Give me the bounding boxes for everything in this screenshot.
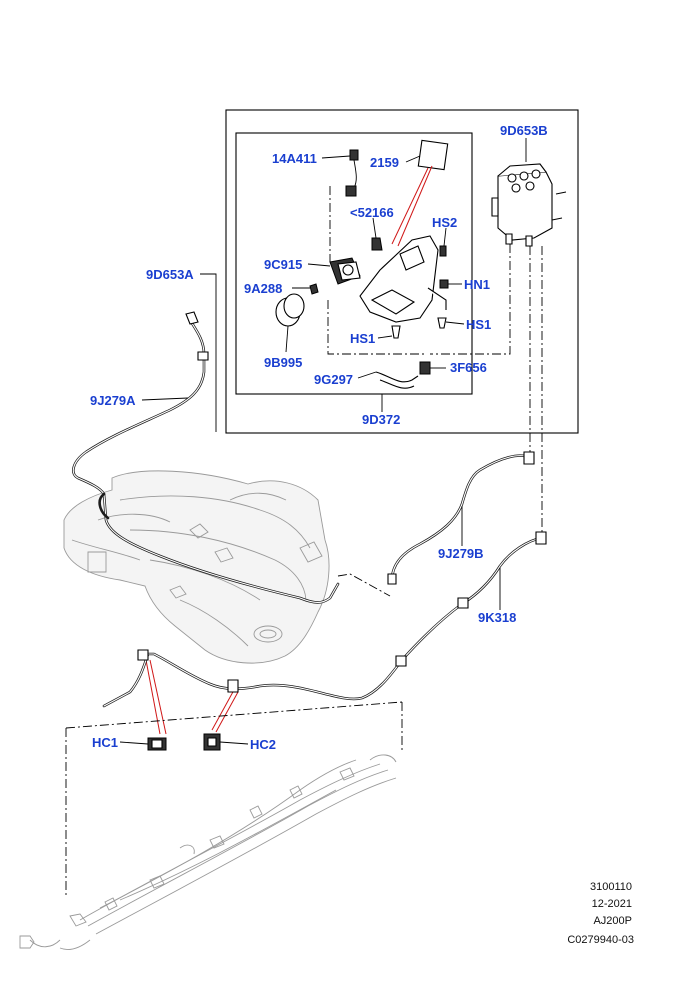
fastener-HS1-left: [391, 325, 401, 339]
fastener-HS1-right: [437, 317, 447, 329]
filler-cap: [275, 293, 305, 327]
red-leader-2159b: [391, 167, 429, 245]
fastener-HN1: [439, 279, 449, 289]
route-dash-2: [327, 300, 424, 355]
meta-line-4: C0279940-03: [567, 934, 634, 946]
callout-9B995: 9B995: [264, 355, 302, 370]
inner-detail-frame: [235, 132, 473, 395]
callout-9K318: 9K318: [478, 610, 516, 625]
leader-lines: [119, 138, 527, 745]
clip-HC1: [147, 737, 167, 751]
red-leader-hc2-b: [215, 691, 239, 733]
meta-line-2: 12-2021: [592, 898, 632, 910]
callout-3F656: 3F656: [450, 360, 487, 375]
purge-valve-bracket: [329, 235, 447, 323]
harness-connector: [345, 149, 359, 197]
callout-HS1-right: HS1: [466, 317, 491, 332]
route-dash-3: [430, 244, 511, 355]
pipe-9J279B: [387, 451, 535, 585]
callout-HS1-left: HS1: [350, 331, 375, 346]
route-dash-6: [337, 573, 391, 597]
callout-52166: <52166: [350, 205, 394, 220]
callout-HC1: HC1: [92, 735, 118, 750]
callout-2159: 2159: [370, 155, 399, 170]
callout-HS2: HS2: [432, 215, 457, 230]
evap-canister: [491, 163, 567, 247]
callout-9C915: 9C915: [264, 257, 302, 272]
callout-9D653A: 9D653A: [146, 267, 194, 282]
fastener-9A288: [309, 283, 319, 295]
callout-14A411: 14A411: [272, 151, 317, 166]
meta-line-1: 3100110: [590, 881, 632, 893]
callout-9D372: 9D372: [362, 412, 400, 427]
meta-line-3: AJ200P: [593, 915, 632, 927]
label-plate: [417, 139, 449, 171]
red-leader-2159: [397, 165, 433, 247]
callout-9J279B: 9J279B: [438, 546, 484, 561]
callout-9D653B: 9D653B: [500, 123, 548, 138]
callout-9G297: 9G297: [314, 372, 353, 387]
hose-9G297: [375, 361, 431, 389]
red-leader-hc1-a: [145, 659, 161, 735]
callout-9J279A: 9J279A: [90, 393, 136, 408]
pipe-9J279A: [72, 311, 340, 604]
red-leader-hc1-b: [149, 659, 167, 735]
clip-52166: [371, 237, 383, 251]
red-leader-hc2-a: [211, 689, 235, 731]
fastener-HS2: [439, 245, 447, 257]
callout-9A288: 9A288: [244, 281, 282, 296]
outer-detail-frame: [225, 109, 579, 434]
callout-HC2: HC2: [250, 737, 276, 752]
clip-HC2: [203, 733, 221, 751]
fuel-tank-ghost: [63, 470, 330, 664]
rear-harness-ghost: [19, 754, 397, 951]
route-dash-harness: [65, 701, 403, 898]
callout-HN1: HN1: [464, 277, 490, 292]
pipe-9K318: [102, 531, 547, 708]
